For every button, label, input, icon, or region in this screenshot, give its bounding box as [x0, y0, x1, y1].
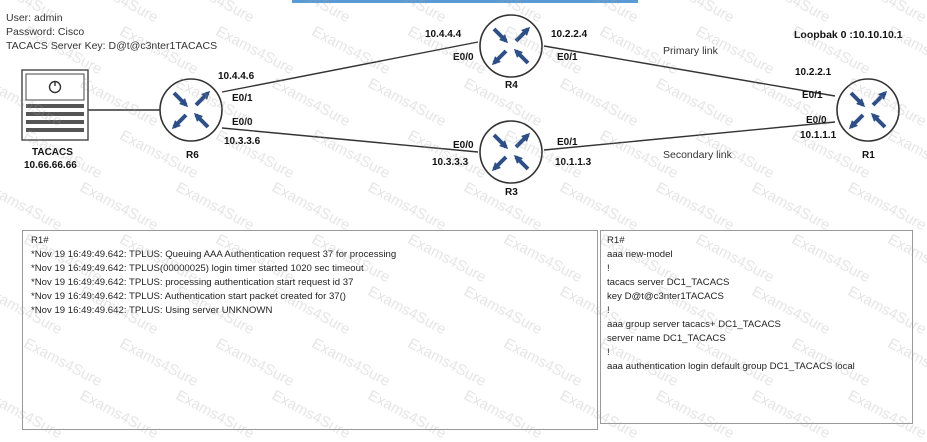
router-r3-label: R3	[505, 187, 518, 198]
link-r3-r1-secondary	[543, 121, 836, 151]
router-r6-icon	[159, 78, 223, 142]
config-line: aaa new-model	[607, 249, 673, 260]
r1-bot-ip: 10.1.1.1	[800, 130, 837, 141]
config-line: tacacs server DC1_TACACS	[607, 277, 730, 288]
r1-top-if: E0/1	[802, 90, 823, 101]
r6-top-if: E0/1	[232, 93, 253, 104]
config-line: !	[607, 347, 610, 358]
r4-left-ip: 10.4.4.4	[425, 29, 462, 40]
r1-top-ip: 10.2.2.1	[795, 67, 832, 78]
router-r4-label: R4	[505, 80, 518, 91]
r3-left-ip: 10.3.3.3	[432, 157, 469, 168]
r6-bot-if: E0/0	[232, 117, 253, 128]
r3-right-ip: 10.1.1.3	[555, 157, 592, 168]
config-line: aaa group server tacacs+ DC1_TACACS	[607, 319, 781, 330]
r6-top-ip: 10.4.4.6	[218, 71, 255, 82]
link-r6-r4	[221, 41, 479, 93]
log-line: R1#	[31, 235, 49, 246]
tacacs-name: TACACS	[32, 147, 73, 158]
link-r4-r1-primary	[543, 45, 836, 97]
debug-log-panel: R1# *Nov 19 16:49:49.642: TPLUS: Queuing…	[22, 230, 598, 430]
router-r1-label: R1	[862, 150, 875, 161]
config-line: aaa authentication login default group D…	[607, 361, 855, 372]
primary-link-label: Primary link	[663, 45, 718, 57]
config-panel: R1# aaa new-model ! tacacs server DC1_TA…	[600, 230, 913, 424]
config-line: !	[607, 305, 610, 316]
r4-right-ip: 10.2.2.4	[551, 29, 588, 40]
secondary-link-label: Secondary link	[663, 149, 732, 161]
r6-bot-ip: 10.3.3.6	[224, 136, 261, 147]
log-line: *Nov 19 16:49:49.642: TPLUS: Using serve…	[31, 305, 273, 316]
r1-bot-if: E0/0	[806, 115, 827, 126]
log-line: *Nov 19 16:49:49.642: TPLUS: Queuing AAA…	[31, 249, 397, 260]
header-accent-bar	[292, 0, 638, 3]
loopback-label: Loopbak 0 :10.10.10.1	[794, 29, 903, 41]
link-r6-r3	[221, 127, 479, 153]
r4-right-if: E0/1	[557, 52, 578, 63]
r3-right-if: E0/1	[557, 137, 578, 148]
config-line: R1#	[607, 235, 625, 246]
config-line: server name DC1_TACACS	[607, 333, 726, 344]
credential-password: Password: Cisco	[6, 26, 85, 38]
router-r1-icon	[836, 78, 900, 142]
tacacs-server-icon	[21, 69, 89, 141]
credential-user: User: admin	[6, 12, 63, 24]
router-r3-icon	[479, 120, 543, 184]
r4-left-if: E0/0	[453, 52, 474, 63]
r3-left-if: E0/0	[453, 140, 474, 151]
log-line: *Nov 19 16:49:49.642: TPLUS(00000025) lo…	[31, 263, 364, 274]
tacacs-ip: 10.66.66.66	[24, 160, 77, 171]
log-line: *Nov 19 16:49:49.642: TPLUS: processing …	[31, 277, 354, 288]
router-r6-label: R6	[186, 150, 199, 161]
log-line: *Nov 19 16:49:49.642: TPLUS: Authenticat…	[31, 291, 347, 302]
router-r4-icon	[479, 14, 543, 78]
config-line: key D@t@c3nter1TACACS	[607, 291, 724, 302]
credential-key: TACACS Server Key: D@t@c3nter1TACACS	[6, 40, 218, 52]
config-line: !	[607, 263, 610, 274]
